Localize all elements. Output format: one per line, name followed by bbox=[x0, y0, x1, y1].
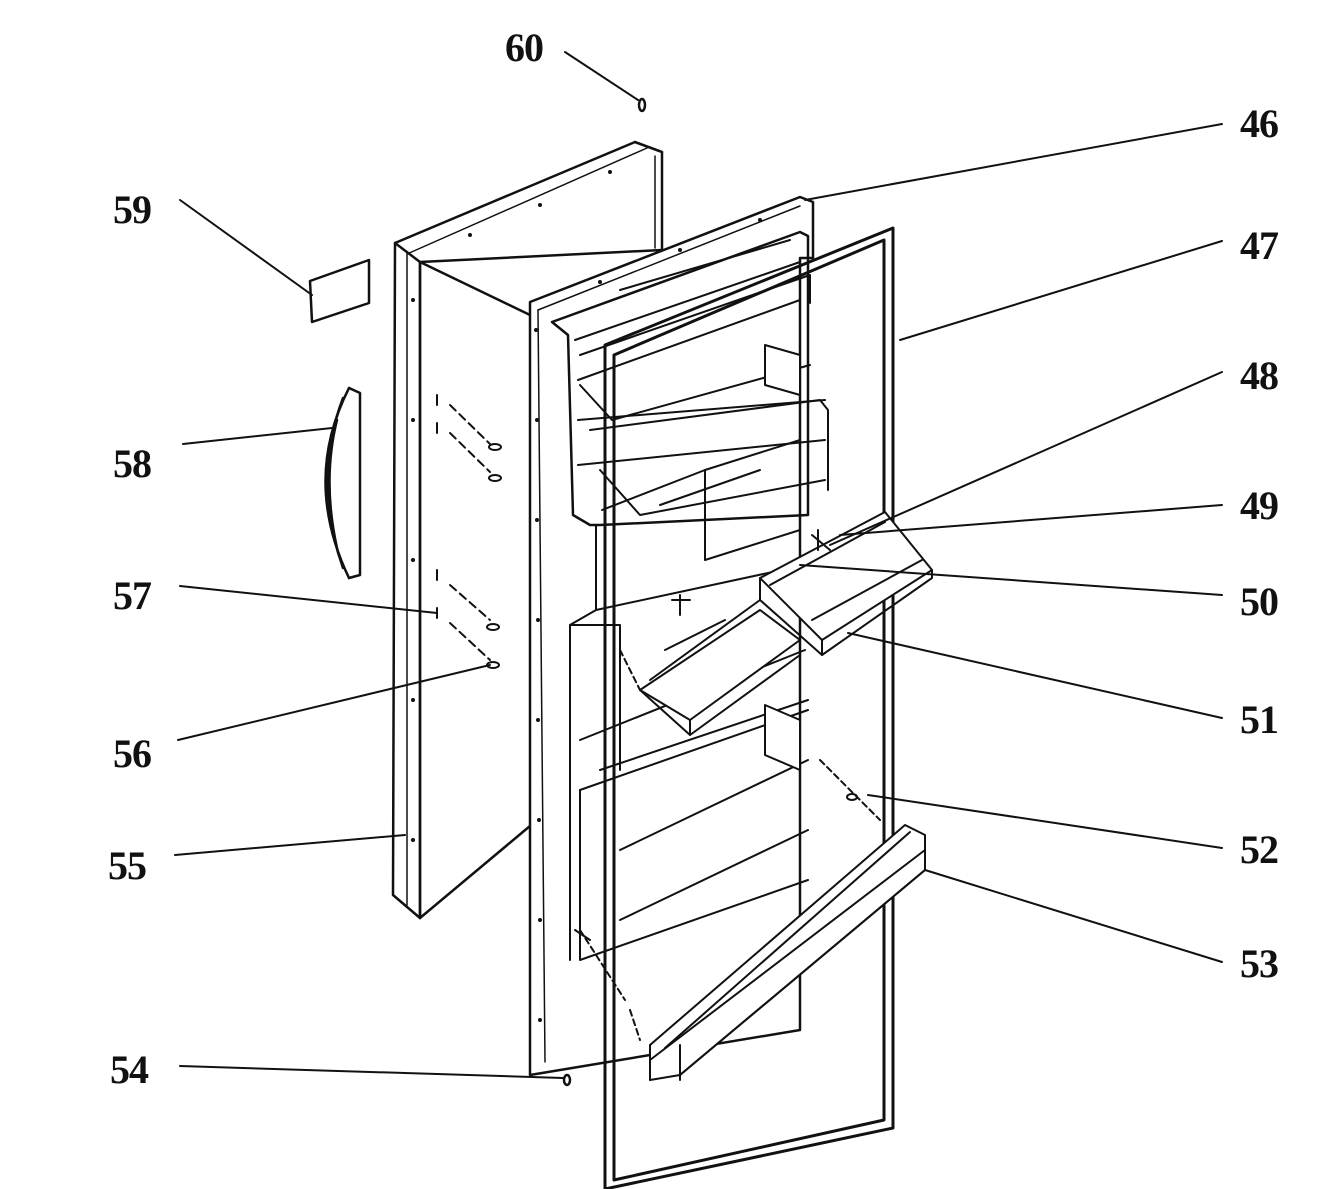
bottom-screw bbox=[562, 1073, 572, 1087]
part-label-50: 50 bbox=[1240, 579, 1279, 624]
part-label-51: 51 bbox=[1240, 697, 1279, 742]
part-label-56: 56 bbox=[113, 731, 152, 776]
part-label-46: 46 bbox=[1240, 101, 1279, 146]
part-label-60: 60 bbox=[505, 25, 544, 70]
part-label-52: 52 bbox=[1240, 827, 1279, 872]
part-label-47: 47 bbox=[1240, 223, 1279, 268]
door-gasket bbox=[603, 226, 895, 1189]
part-label-54: 54 bbox=[110, 1047, 149, 1092]
part-label-58: 58 bbox=[113, 441, 152, 486]
part-label-49: 49 bbox=[1240, 483, 1279, 528]
leader-lines bbox=[174, 51, 1223, 1079]
nameplate bbox=[308, 258, 371, 324]
part-label-59: 59 bbox=[113, 187, 152, 232]
part-label-48: 48 bbox=[1240, 353, 1279, 398]
part-label-53: 53 bbox=[1240, 941, 1279, 986]
part-label-55: 55 bbox=[108, 843, 147, 888]
middle-door-shelf bbox=[619, 594, 801, 736]
door-liner bbox=[528, 195, 829, 1077]
outer-door-panel bbox=[391, 140, 664, 920]
part-label-57: 57 bbox=[113, 573, 152, 618]
top-screw bbox=[637, 97, 647, 113]
door-handle bbox=[324, 386, 362, 580]
